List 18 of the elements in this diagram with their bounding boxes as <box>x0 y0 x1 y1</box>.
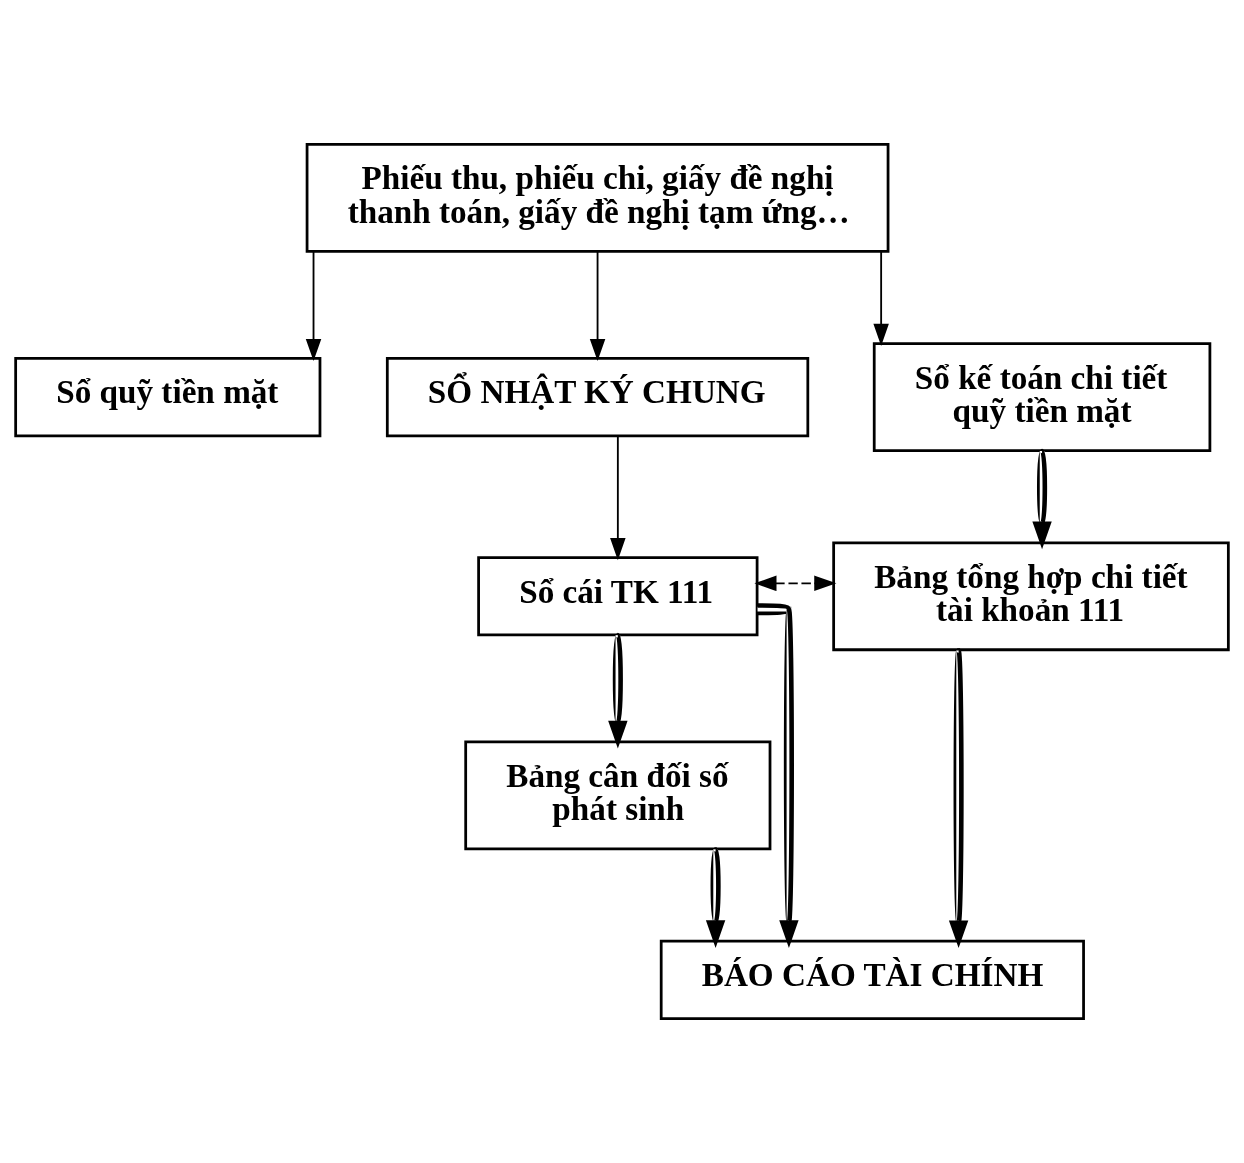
node-box: Sổ cái TK 111 <box>477 556 759 637</box>
arrow <box>608 634 628 749</box>
arrow <box>757 603 799 948</box>
node-box: Bảng cân đối số phát sinh <box>464 740 772 851</box>
arrow <box>754 575 837 592</box>
arrow <box>610 435 626 561</box>
arrow <box>1032 450 1052 550</box>
node-box: Bảng tổng hợp chi tiết tài khoản 111 <box>832 541 1230 652</box>
node-box: Sổ quỹ tiền mặt <box>14 356 322 438</box>
arrow <box>589 250 606 362</box>
arrow <box>873 250 889 346</box>
node-box: SỔ NHẬT KÝ CHUNG <box>385 356 810 438</box>
arrow <box>705 848 726 948</box>
node-box: Phiếu thu, phiếu chi, giấy đề nghị thanh toán, giấy đề nghị tạm ứng… <box>305 143 890 253</box>
node-box: BÁO CÁO TÀI CHÍNH <box>659 939 1085 1020</box>
node-box: Sổ kế toán chi tiết quỹ tiền mặt <box>872 342 1212 452</box>
arrow <box>948 650 969 949</box>
arrow <box>305 250 322 362</box>
